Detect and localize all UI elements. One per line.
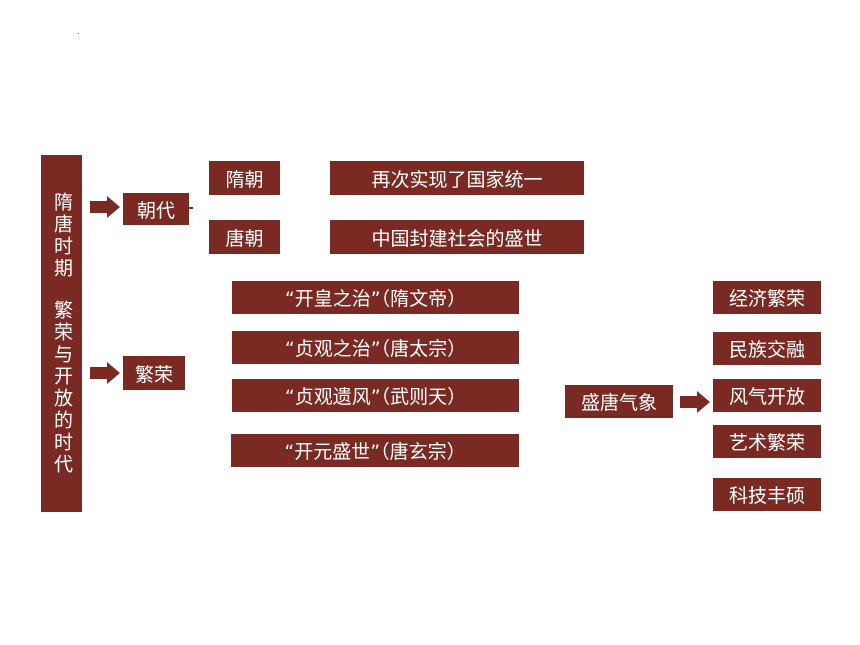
dynasty-sui-desc-text: 再次实现了国家统一 xyxy=(371,168,543,191)
dynasty-tang-desc: 中国封建社会的盛世 xyxy=(330,220,584,254)
arrow-right-icon xyxy=(680,391,710,413)
stray-dot xyxy=(78,33,79,34)
dynasty-sui-desc: 再次实现了国家统一 xyxy=(330,161,584,195)
era-zhenguan-yifeng-text: “贞观遗风”（武则天） xyxy=(284,386,467,408)
dynasty-tang-desc-text: 中国封建社会的盛世 xyxy=(371,227,543,250)
feature-ethnic: 民族交融 xyxy=(713,332,821,365)
dynasty-tang: 唐朝 xyxy=(209,220,280,254)
main-title-box: 隋唐时期 繁荣与开放的时代 xyxy=(41,155,82,512)
arrow-right-icon xyxy=(90,196,120,218)
branch-prosperity: 繁荣 xyxy=(123,356,185,390)
era-kaiyuan: “开元盛世”（唐玄宗） xyxy=(231,434,519,467)
shengtang-box: 盛唐气象 xyxy=(565,385,673,418)
shengtang-label: 盛唐气象 xyxy=(580,392,657,414)
dynasty-sui-label: 隋朝 xyxy=(225,168,264,191)
era-zhenguan-yifeng: “贞观遗风”（武则天） xyxy=(232,379,519,412)
era-zhenguan: “贞观之治”（唐太宗） xyxy=(232,331,519,364)
dynasty-sui: 隋朝 xyxy=(209,161,280,195)
title-line1: 隋唐时期 xyxy=(51,191,73,280)
branch-prosperity-label: 繁荣 xyxy=(134,363,173,386)
era-zhenguan-text: “贞观之治”（唐太宗） xyxy=(284,338,467,360)
era-kaiyuan-text: “开元盛世”（唐玄宗） xyxy=(284,441,466,463)
feature-arts: 艺术繁荣 xyxy=(713,425,821,458)
title-line2: 繁荣与开放的时代 xyxy=(51,299,73,476)
feature-openness: 风气开放 xyxy=(713,379,821,412)
branch-dynasty: 朝代 xyxy=(123,193,189,225)
feature-economy: 经济繁荣 xyxy=(713,281,821,314)
feature-tech: 科技丰硕 xyxy=(713,478,821,511)
feature-tech-text: 科技丰硕 xyxy=(728,485,805,507)
era-kaihuang-text: “开皇之治”（隋文帝） xyxy=(284,288,467,310)
feature-arts-text: 艺术繁荣 xyxy=(728,432,805,454)
dynasty-tang-label: 唐朝 xyxy=(225,227,264,250)
feature-ethnic-text: 民族交融 xyxy=(728,339,805,361)
feature-economy-text: 经济繁荣 xyxy=(728,288,805,310)
era-kaihuang: “开皇之治”（隋文帝） xyxy=(232,281,519,314)
connector xyxy=(187,207,193,209)
branch-dynasty-label: 朝代 xyxy=(136,199,175,222)
arrow-right-icon xyxy=(90,362,120,384)
feature-openness-text: 风气开放 xyxy=(728,386,805,408)
